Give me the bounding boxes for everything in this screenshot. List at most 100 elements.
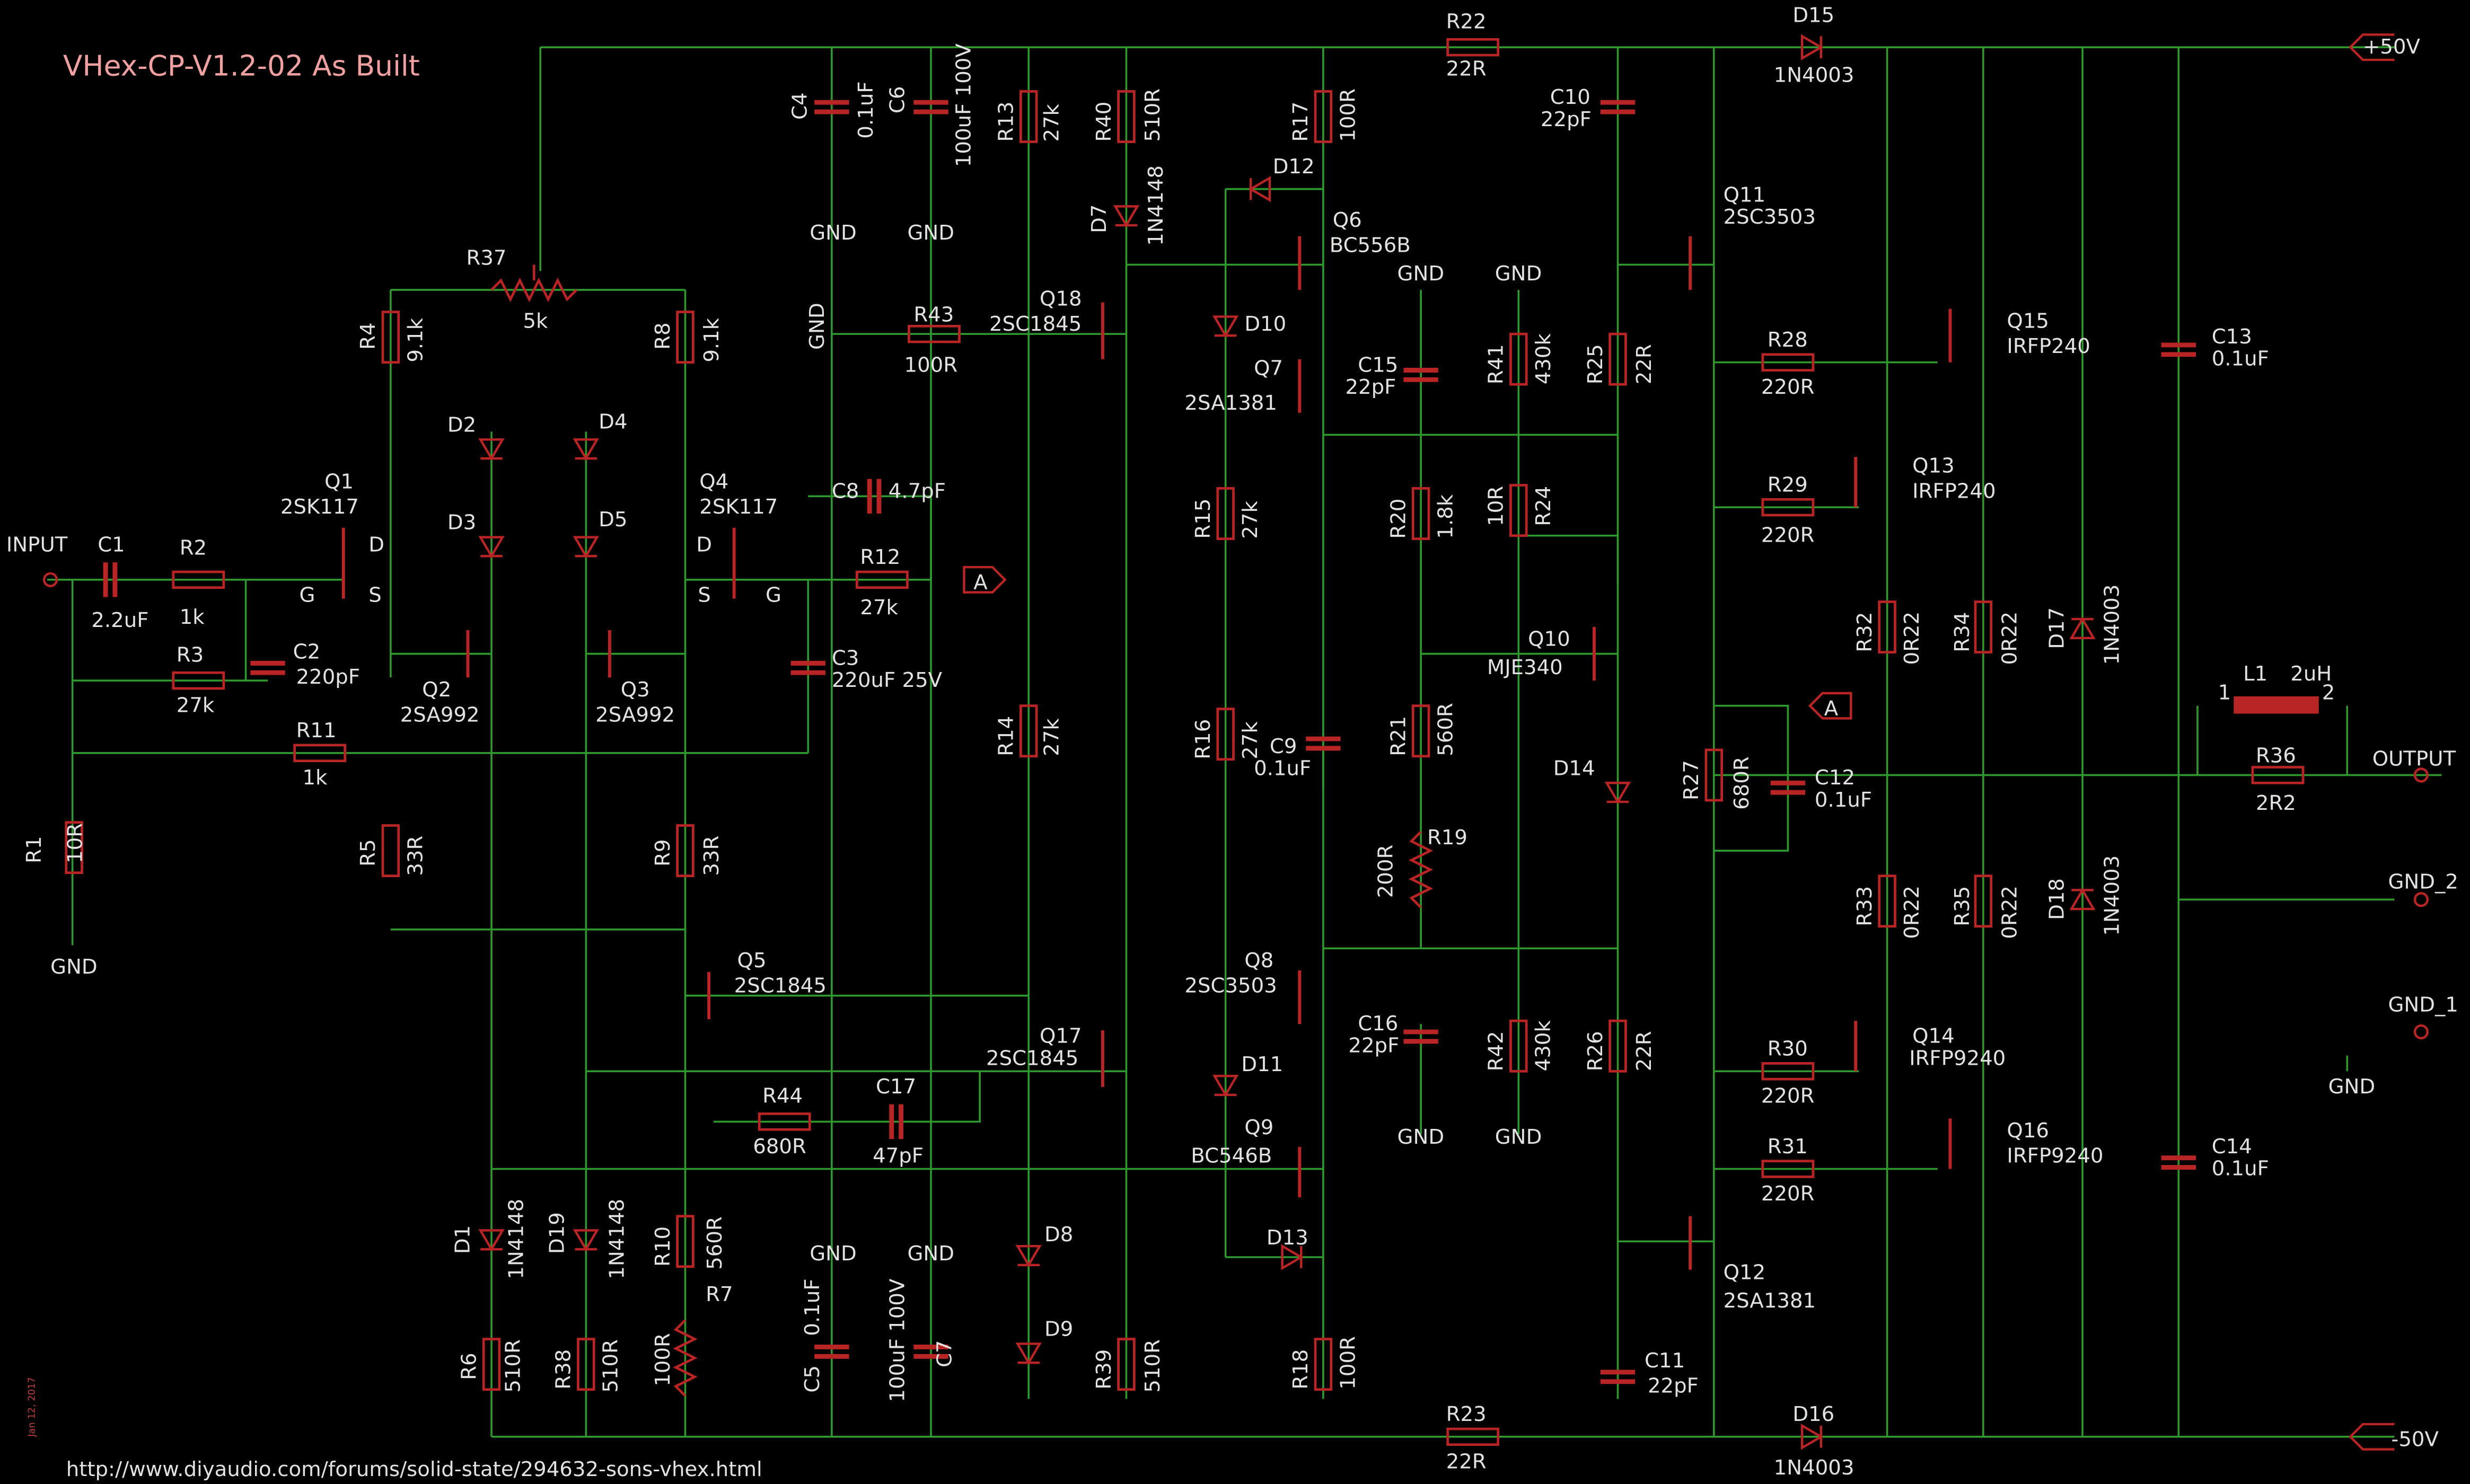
d19-value-label: 1N4148 [605, 1199, 629, 1279]
q15-value-label: IRFP240 [2007, 334, 2090, 358]
c1-value-label: 2.2uF [91, 608, 148, 632]
r38-value-label: 510R [599, 1339, 623, 1393]
c7-value-label: 100uF 100V [886, 1278, 910, 1402]
r14-ref-label: R14 [995, 716, 1018, 756]
r13-ref-label: R13 [995, 102, 1018, 142]
c11-value-label: 22pF [1648, 1374, 1699, 1398]
r39-value-label: 510R [1141, 1339, 1165, 1393]
r2-ref-label: R2 [180, 536, 207, 560]
q13-value-label: IRFP240 [1912, 479, 1996, 503]
r22-ref-label: R22 [1446, 10, 1487, 33]
gnd-label-out: GND [2328, 1075, 2376, 1099]
q6-value-label: BC556B [1330, 234, 1411, 258]
c5-value-label: 0.1uF [801, 1278, 824, 1336]
d8-ref-label: D8 [1044, 1223, 1073, 1247]
c1-ref-label: C1 [98, 533, 125, 556]
c13-ref-label: C13 [2212, 325, 2252, 349]
c15-ref-label: C15 [1358, 353, 1398, 377]
r28-value-label: 220R [1761, 375, 1815, 399]
connector-a-left: A [973, 571, 988, 595]
q8-ref-label: Q8 [1244, 949, 1273, 973]
d13-ref-label: D13 [1267, 1226, 1308, 1250]
c10-ref-label: C10 [1550, 85, 1590, 109]
d12-ref-label: D12 [1273, 155, 1315, 179]
c6-ref-label: C6 [886, 86, 910, 113]
r27-ref-label: R27 [1680, 760, 1703, 800]
r32-value-label: 0R22 [1900, 612, 1924, 665]
c17-value-label: 47pF [873, 1144, 924, 1168]
c8-value-label: 4.7pF [889, 479, 946, 503]
connector-a-right: A [1824, 696, 1839, 720]
c12-ref-label: C12 [1815, 766, 1855, 790]
vertical-resistor-symbols [65, 90, 1993, 1391]
d18-ref-label: D18 [2045, 878, 2069, 920]
d7-ref-label: D7 [1087, 205, 1111, 233]
q1-ref-label: Q1 [324, 470, 354, 493]
q17-value-label: 2SC1845 [986, 1046, 1078, 1070]
c13-value-label: 0.1uF [2212, 347, 2269, 371]
r18-value-label: 100R [1336, 1336, 1360, 1390]
q2-value-label: 2SA992 [400, 703, 480, 727]
input-label: INPUT [6, 533, 68, 556]
d15-value-label: 1N4003 [1774, 64, 1854, 87]
r8-ref-label: R8 [651, 322, 675, 349]
d15-ref-label: D15 [1792, 4, 1834, 28]
q10-ref-label: Q10 [1528, 628, 1570, 651]
r23-value-label: 22R [1446, 1450, 1487, 1473]
r15-ref-label: R15 [1191, 499, 1215, 539]
c9-value-label: 0.1uF [1254, 756, 1311, 780]
l1-pin2: 2 [2322, 681, 2335, 705]
c5-ref-label: C5 [801, 1365, 824, 1393]
q3-ref-label: Q3 [621, 678, 650, 702]
c4-value-label: 0.1uF [854, 81, 878, 138]
q17-ref-label: Q17 [1040, 1024, 1082, 1048]
r17-value-label: 100R [1336, 89, 1360, 142]
r10-value-label: 560R [703, 1216, 727, 1270]
r20-value-label: 1.8k [1434, 494, 1458, 538]
gnd1-label: GND_1 [2388, 993, 2458, 1017]
q1-pin-g: G [300, 583, 315, 607]
q12-ref-label: Q12 [1724, 1261, 1766, 1285]
pos-rail-label: +50V [2363, 35, 2420, 59]
gnd-label-c16: GND [1397, 1125, 1445, 1149]
capacitor-symbols [106, 102, 2196, 1382]
d11-ref-label: D11 [1241, 1053, 1283, 1076]
r12-ref-label: R12 [860, 545, 900, 569]
q3-value-label: 2SA992 [595, 703, 675, 727]
r14-value-label: 27k [1040, 718, 1064, 756]
q1-pin-d: D [368, 533, 384, 556]
gnd-label-c6: GND [907, 221, 954, 245]
c2-ref-label: C2 [293, 640, 321, 664]
r24-value-label: 10R [1484, 486, 1508, 526]
forum-url: http://www.diyaudio.com/forums/solid-sta… [66, 1458, 762, 1481]
gnd-label-c5: GND [810, 1242, 857, 1266]
d17-value-label: 1N4003 [2100, 585, 2124, 665]
d2-ref-label: D2 [447, 413, 476, 437]
q15-ref-label: Q15 [2007, 309, 2049, 333]
r17-ref-label: R17 [1289, 102, 1313, 142]
r35-ref-label: R35 [1950, 886, 1974, 926]
r11-value-label: 1k [302, 766, 328, 790]
r29-value-label: 220R [1761, 523, 1815, 547]
q5-ref-label: Q5 [737, 949, 767, 973]
r1-ref-label: R1 [22, 836, 46, 863]
r16-value-label: 27k [1238, 721, 1262, 759]
r41-ref-label: R41 [1484, 344, 1508, 384]
gnd-labels: GND GND GND GND GND GND GND GND GND GND … [50, 221, 2375, 1266]
r10-ref-label: R10 [651, 1226, 675, 1267]
r15-value-label: 27k [1238, 500, 1262, 538]
r7-value-label: 100R [651, 1333, 675, 1386]
c9-ref-label: C9 [1270, 735, 1297, 758]
c11-ref-label: C11 [1645, 1349, 1685, 1373]
transistor-symbols [341, 236, 2319, 1270]
c3-value-label: 220uF 25V [832, 668, 943, 692]
q4-ref-label: Q4 [699, 470, 728, 493]
r36-value-label: 2R2 [2256, 791, 2296, 815]
q6-ref-label: Q6 [1333, 208, 1362, 232]
r34-value-label: 0R22 [1998, 612, 2021, 665]
r30-ref-label: R30 [1768, 1037, 1808, 1061]
q1-value-label: 2SK117 [280, 495, 359, 519]
d5-ref-label: D5 [599, 508, 627, 532]
q1-pin-s: S [368, 583, 382, 607]
c3-ref-label: C3 [832, 646, 859, 670]
